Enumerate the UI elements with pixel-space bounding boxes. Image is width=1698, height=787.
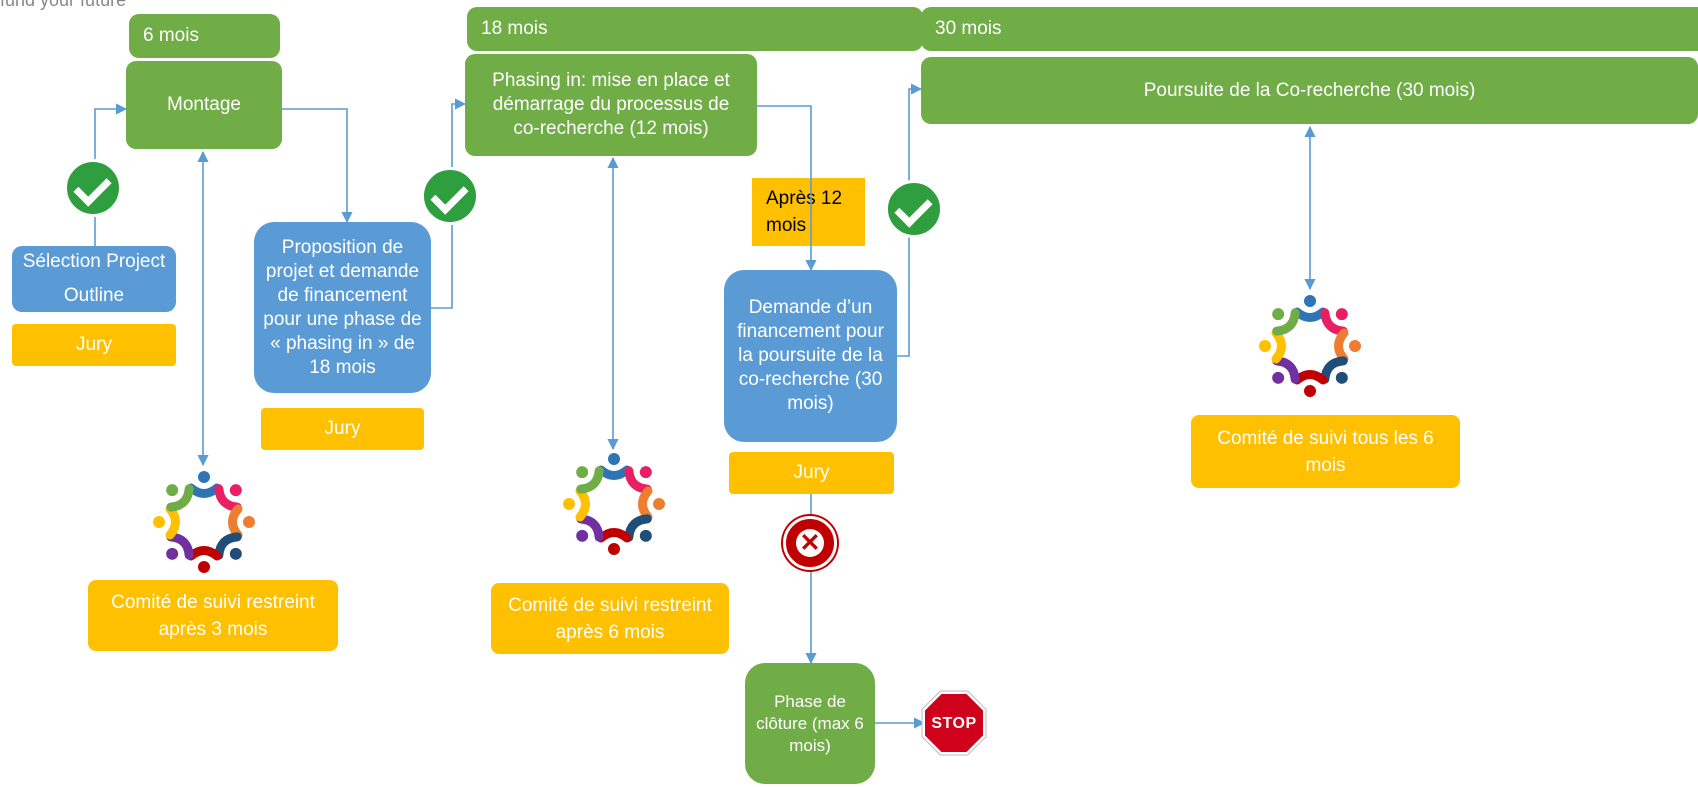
check-icon (64, 159, 122, 217)
header-6-mois: 6 mois (129, 14, 280, 58)
arrow-montage-to-proposition (282, 108, 353, 224)
demande-box: Demande d’un financement pour la poursui… (724, 270, 897, 442)
phasing-in-box: Phasing in: mise en place et démarrage d… (465, 54, 757, 156)
comite-box-1: Comité de suivi restreint après 3 mois (88, 580, 338, 651)
check-icon (421, 167, 479, 225)
comite-box-2: Comité de suivi restreint après 6 mois (491, 583, 729, 654)
cloture-box: Phase de clôture (max 6 mois) (745, 663, 875, 784)
check-icon (885, 180, 943, 238)
stop-sign-label: STOP (931, 715, 977, 732)
proposition-box: Proposition de projet et demande de fina… (254, 222, 431, 393)
jury-box-2: Jury (261, 408, 424, 450)
people-circle-icon (1259, 295, 1361, 397)
people-circle-icon (563, 453, 665, 555)
top-cut-text: fund your future (0, 0, 127, 10)
montage-box: Montage (126, 61, 282, 149)
jury-box-3: Jury (729, 452, 894, 494)
apres-12-mois-box: Après 12 mois (752, 178, 865, 246)
header-30-mois: 30 mois (921, 7, 1698, 51)
stop-sign-icon: STOP (921, 690, 987, 756)
comite-box-3: Comité de suivi tous les 6 mois (1191, 415, 1460, 488)
arrow-phasing-to-demande (757, 105, 817, 272)
people-circle-icon (153, 471, 255, 573)
x-icon (783, 516, 837, 570)
selection-box: Sélection Project Outline (12, 246, 176, 312)
jury-box-1: Jury (12, 324, 176, 366)
poursuite-box: Poursuite de la Co-recherche (30 mois) (921, 57, 1698, 124)
header-18-mois: 18 mois (467, 7, 923, 51)
